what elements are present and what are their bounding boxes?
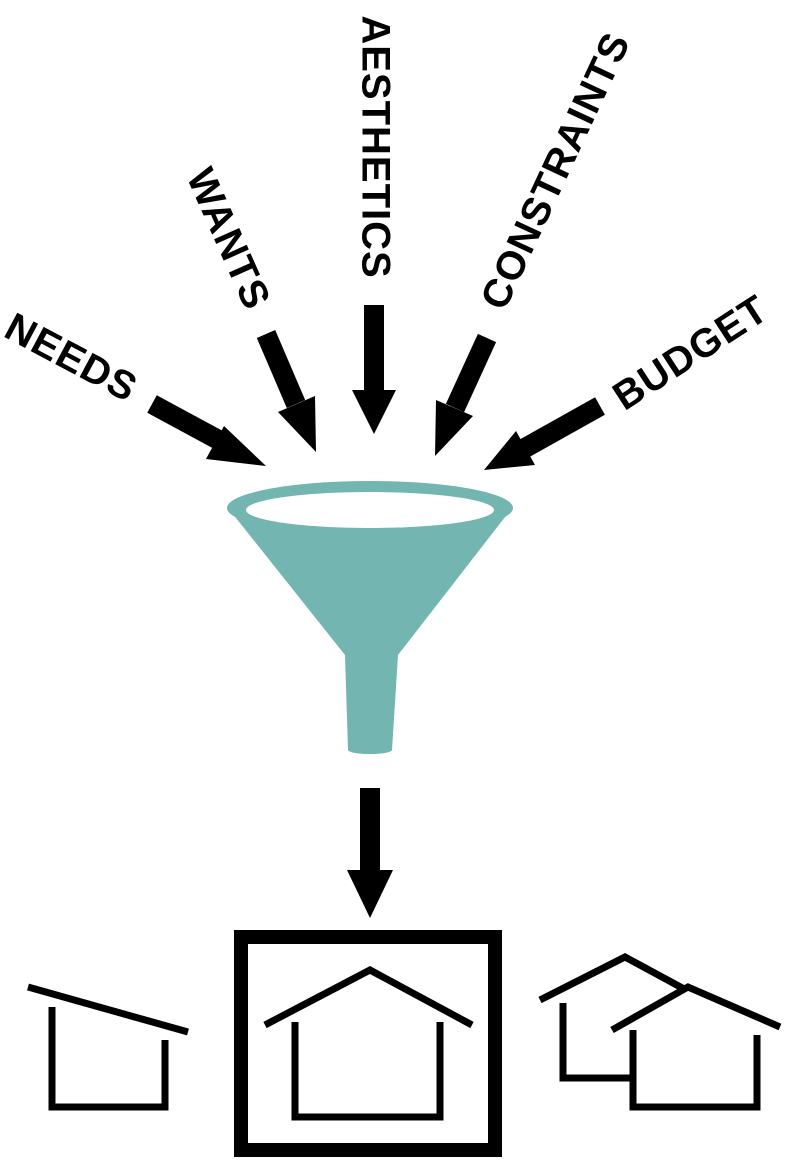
gable-house-icon [263, 966, 474, 1121]
shed-house-icon [27, 983, 189, 1111]
arrow-aesthetics [352, 305, 396, 434]
arrow-budget [484, 397, 605, 470]
twin-houses-icon [538, 953, 782, 1111]
arrow-needs [147, 395, 266, 466]
output-arrow [347, 788, 393, 918]
arrow-constraints [435, 333, 497, 456]
label-wants: WANTS [178, 162, 279, 316]
label-needs: NEEDS [0, 305, 145, 411]
label-aesthetics: AESTHETICS [353, 15, 397, 278]
selected-frame [234, 930, 502, 1157]
funnel-icon [227, 481, 513, 754]
label-constraints: CONSTRAINTS [472, 26, 639, 316]
label-budget: BUDGET [605, 287, 776, 419]
arrow-wants [256, 330, 316, 452]
